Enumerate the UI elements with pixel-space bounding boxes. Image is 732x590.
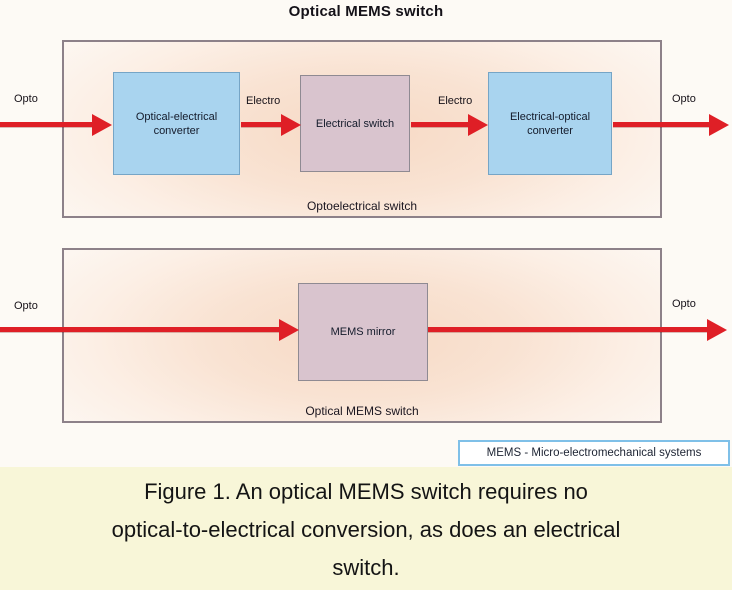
arrowhead-icon — [468, 114, 488, 136]
flow-label-opto-in-top: Opto — [14, 93, 38, 105]
optoelectrical-switch-label: Optoelectrical switch — [306, 199, 418, 213]
arrow-icon — [411, 122, 468, 127]
arrowhead-icon — [281, 114, 301, 136]
arrowhead-icon — [279, 319, 299, 341]
arrowhead-icon — [707, 319, 727, 341]
arrowhead-icon — [709, 114, 729, 136]
optical-mems-switch-container: Optical MEMS switch — [62, 248, 662, 423]
mems-footnote-text: MEMS - Micro-electromechanical systems — [486, 447, 702, 459]
arrow-icon — [0, 327, 279, 332]
mems-mirror-box: MEMS mirror — [298, 283, 428, 381]
diagram-title: Optical MEMS switch — [288, 3, 444, 20]
flow-label-electro-2: Electro — [438, 95, 473, 107]
electrical-optical-converter-box: Electrical-optical converter — [488, 72, 612, 175]
electrical-switch-label: Electrical switch — [315, 117, 395, 130]
arrowhead-icon — [92, 114, 112, 136]
caption-line-2: optical-to-electrical conversion, as doe… — [111, 517, 621, 542]
mems-mirror-label: MEMS mirror — [330, 326, 396, 338]
optical-electrical-converter-label: Optical-electrical converter — [135, 110, 218, 137]
flow-label-opto-in-bottom: Opto — [14, 300, 38, 312]
optical-electrical-converter-box: Optical-electrical converter — [113, 72, 240, 175]
electrical-optical-converter-label: Electrical-optical converter — [509, 110, 591, 137]
arrow-icon — [241, 122, 281, 127]
flow-label-opto-out-bottom: Opto — [672, 298, 696, 310]
optical-mems-switch-label: Optical MEMS switch — [305, 404, 419, 418]
arrow-icon — [428, 327, 707, 332]
arrow-icon — [0, 122, 92, 127]
caption-line-3: switch. — [332, 555, 400, 580]
flow-label-opto-out-top: Opto — [672, 93, 696, 105]
electrical-switch-box: Electrical switch — [300, 75, 410, 172]
mems-footnote-box: MEMS - Micro-electromechanical systems — [458, 440, 730, 466]
caption-line-1: Figure 1. An optical MEMS switch require… — [144, 479, 588, 504]
figure-caption: Figure 1. An optical MEMS switch require… — [0, 467, 732, 590]
arrow-icon — [613, 122, 709, 127]
flow-label-electro-1: Electro — [246, 95, 281, 107]
